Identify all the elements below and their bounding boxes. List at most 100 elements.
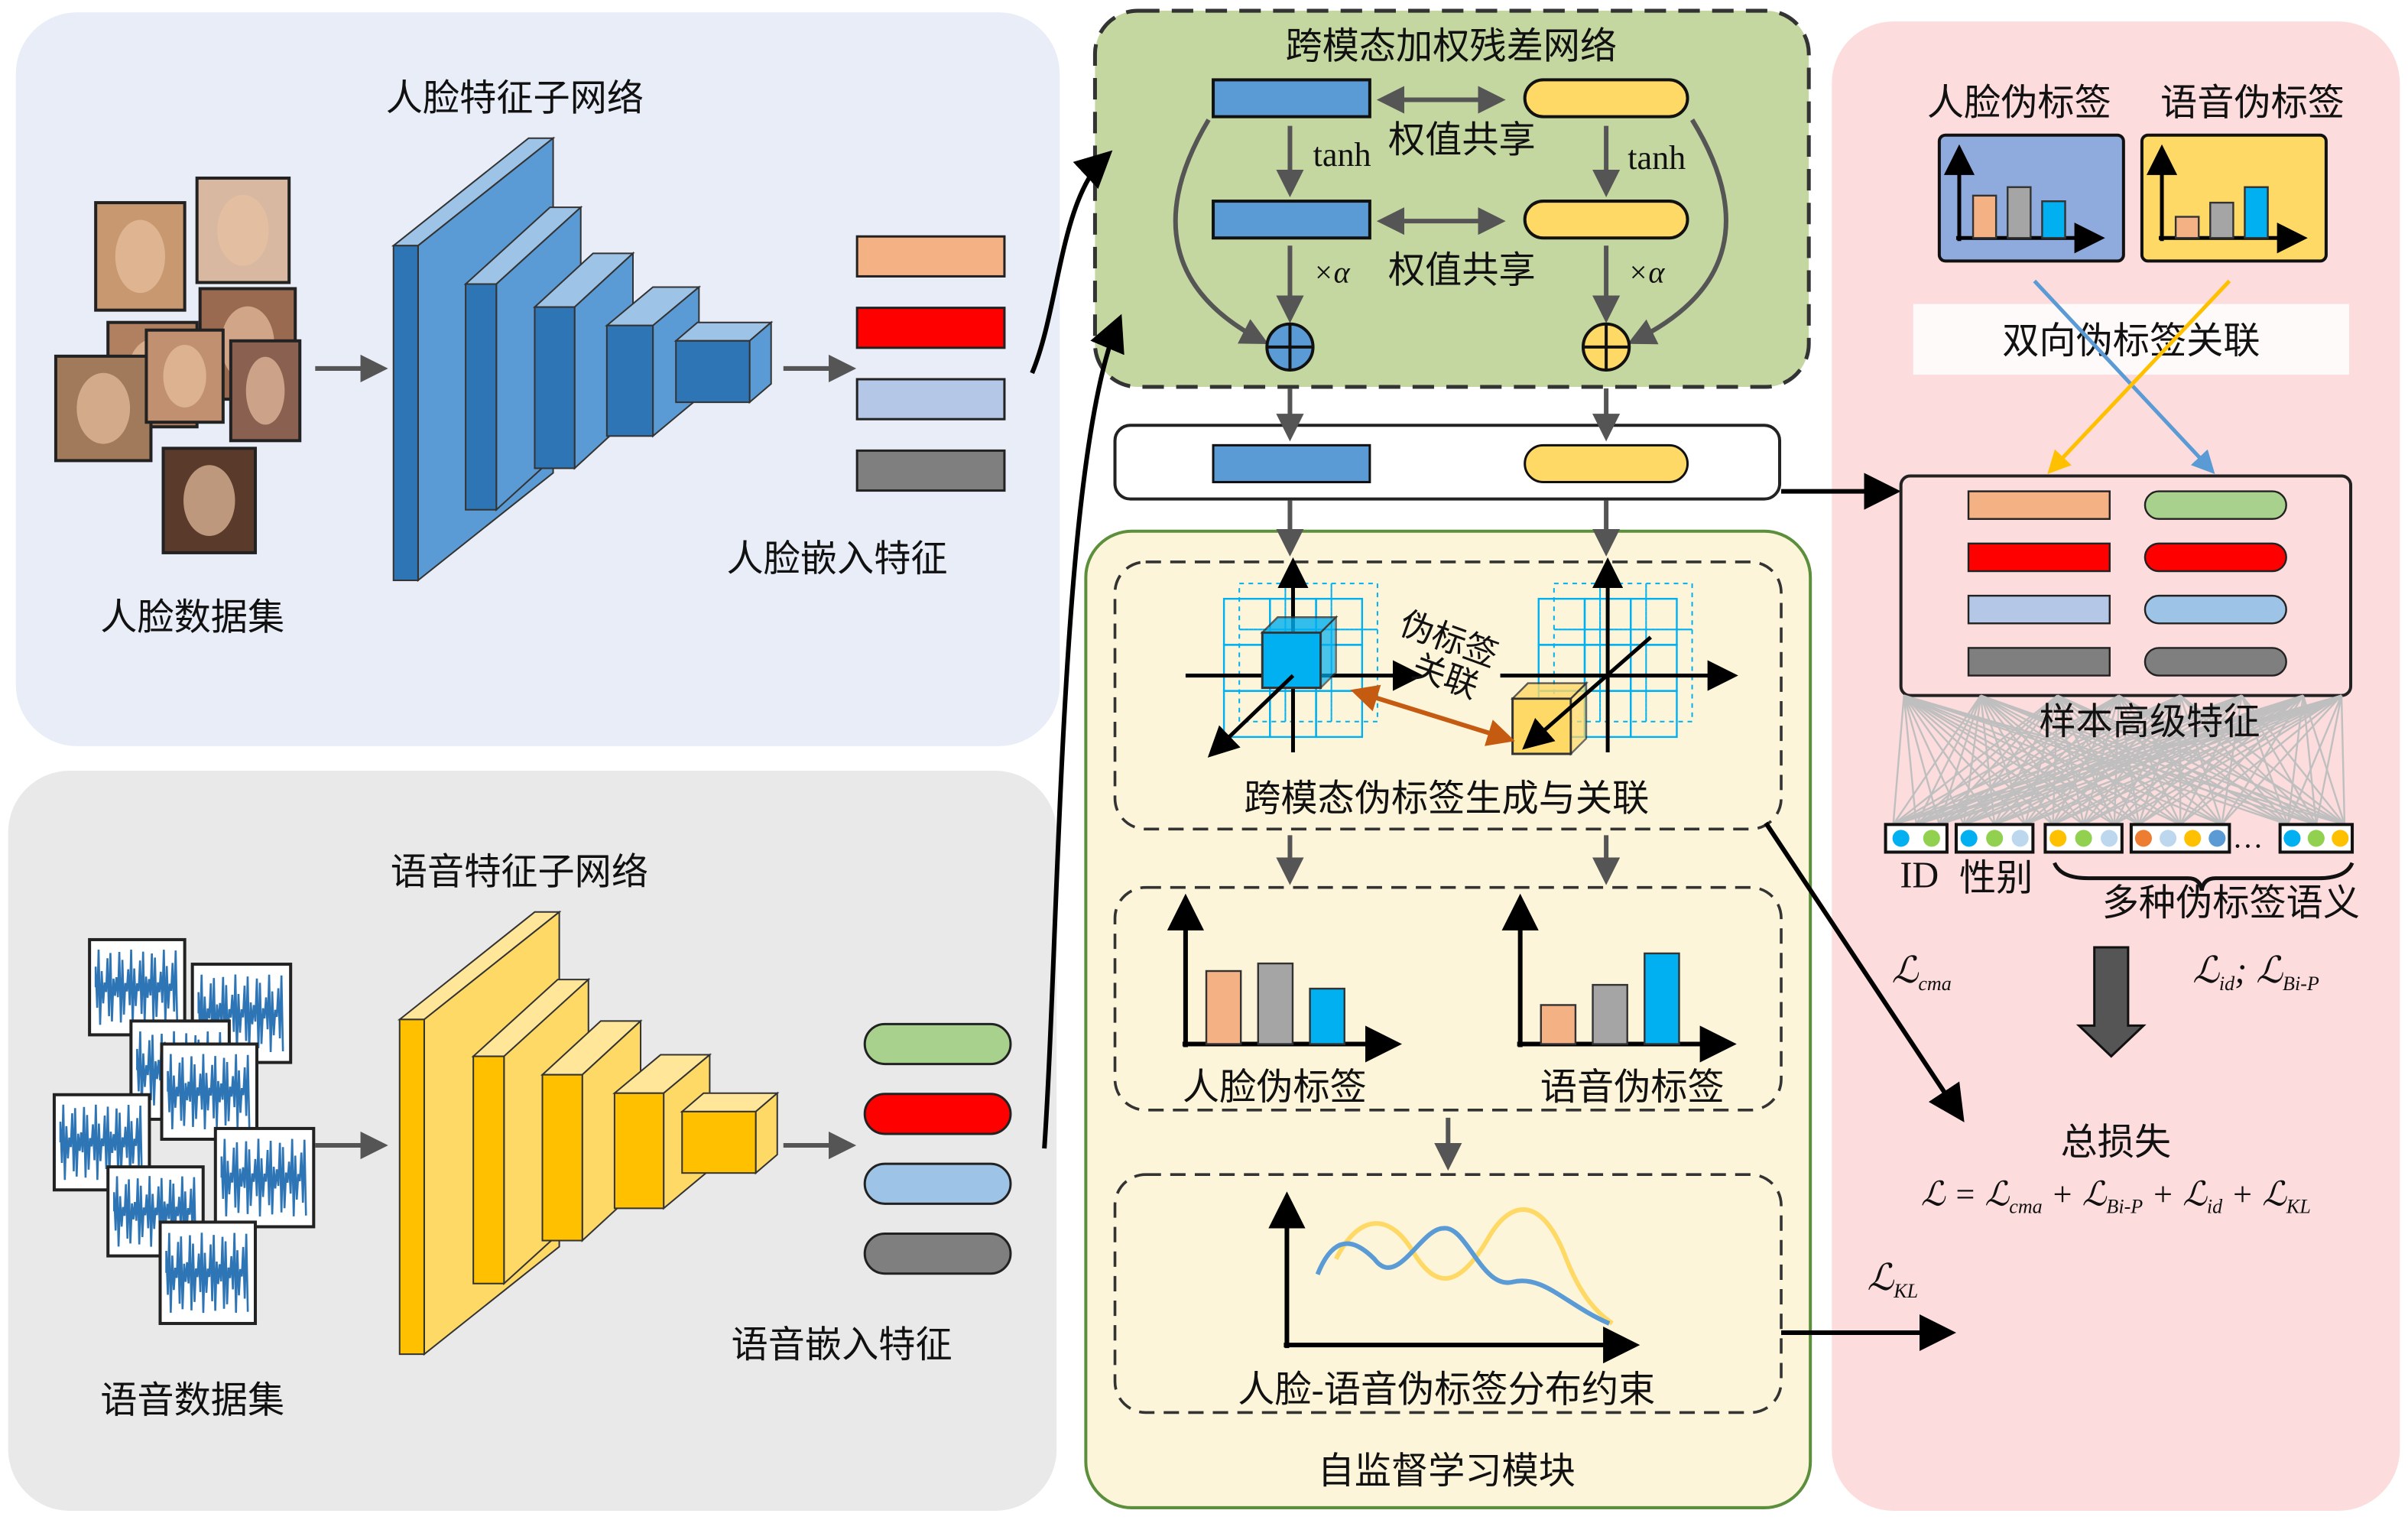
label-dot — [1986, 830, 2004, 847]
brace-icon — [2053, 862, 2354, 892]
layer-front — [534, 306, 576, 469]
connection-line — [2221, 694, 2342, 826]
residual-title: 跨模态加权残差网络 — [1285, 26, 1617, 67]
label-dot — [2134, 830, 2152, 847]
connection-line — [1903, 695, 1917, 825]
connection-line — [2179, 694, 2304, 826]
id-label: ID — [1900, 856, 1939, 896]
waveform-image — [190, 963, 293, 1064]
voice-sample-feature — [2144, 647, 2287, 677]
face-mini-histogram — [1943, 144, 2105, 254]
voice-to-residual-arrow — [1042, 313, 1124, 1149]
connection-line — [1903, 694, 2054, 826]
feature-space-cube — [1500, 557, 1738, 756]
voice-feature-block — [1523, 78, 1689, 119]
voice-subnet-title: 语音特征子网络 — [391, 853, 648, 893]
residual-network-panel — [1092, 8, 1811, 389]
connection-line — [1903, 694, 2345, 826]
sum-icon — [1265, 322, 1315, 372]
connection-line — [1903, 694, 2115, 826]
voice-mini-histogram — [2146, 144, 2308, 254]
pseudo-label-generation-box — [1113, 560, 1783, 831]
voice-pseudo-label-title: 语音伪标签 — [2160, 83, 2345, 124]
pseudo-label-cubes — [1185, 557, 1738, 758]
sample-features-box — [1899, 474, 2353, 697]
label-dot — [1892, 830, 1910, 847]
connection-line — [1903, 694, 2317, 826]
connection-line — [2114, 694, 2342, 826]
connection-line — [1979, 695, 2027, 825]
face-image — [161, 447, 258, 554]
connection-line — [1893, 694, 2120, 826]
axis — [1522, 635, 1653, 750]
distribution-constraint-label: 人脸-语音伪标签分布约束 — [1238, 1369, 1655, 1410]
connection-line — [2118, 694, 2223, 826]
waveform-signal — [165, 1233, 249, 1314]
label-dot — [1923, 830, 1940, 847]
face-image — [54, 354, 153, 463]
connection-line — [1903, 695, 1941, 825]
bidirectional-association-label: 双向伪标签关联 — [2002, 321, 2260, 362]
face-embedding-vector — [855, 449, 1006, 492]
fused-voice-feature — [1524, 443, 1689, 484]
histogram-bar — [1972, 194, 1997, 239]
connection-line — [2179, 694, 2342, 826]
connection-line — [1994, 694, 2120, 826]
face-feature-block — [1212, 200, 1371, 240]
connection-line — [1892, 695, 1905, 825]
waveform-signal — [220, 1138, 307, 1217]
face-pseudo-label-caption: 人脸伪标签 — [1183, 1067, 1367, 1108]
waveform-signal — [197, 974, 284, 1053]
waveform-image — [213, 1126, 316, 1229]
voice-feature-block — [1523, 200, 1689, 240]
distribution-constraint-box — [1113, 1173, 1783, 1414]
gender-label: 性别 — [1959, 859, 2033, 899]
cma-loss-arrow — [1764, 821, 1965, 1122]
voice-cnn — [397, 910, 780, 1356]
connection-line — [2302, 695, 2346, 825]
face-shape — [183, 465, 235, 537]
pseudo-label-box — [2129, 823, 2231, 854]
label-dot — [2283, 830, 2301, 847]
pseudo-label-histogram-box — [1113, 885, 1783, 1112]
connection-line — [1994, 694, 2181, 826]
face-distribution-curve — [1315, 1226, 1611, 1326]
sum-icon — [1581, 322, 1631, 372]
skip-connection-arrow — [1628, 119, 1728, 345]
label-dot — [2160, 830, 2177, 847]
face-image — [229, 339, 302, 443]
face-pseudo-label-title: 人脸伪标签 — [1927, 83, 2111, 124]
highlight-cube-side — [1319, 615, 1337, 690]
pseudo-label-semantic-boxes — [1884, 823, 2354, 854]
cma-loss-label: ℒcma — [1892, 950, 1952, 995]
face-feature-block — [1212, 78, 1371, 119]
face-shape — [245, 356, 285, 425]
connection-line — [2113, 695, 2121, 825]
waveform-signal — [112, 1176, 197, 1247]
voice-dataset-label: 语音数据集 — [100, 1380, 284, 1421]
connection-line — [2179, 694, 2317, 826]
waveform-image — [160, 1042, 259, 1142]
pseudo-label-box — [1954, 823, 2035, 854]
histogram-bar — [2174, 216, 2200, 239]
layer-front — [392, 245, 419, 582]
histogram-bar — [2209, 201, 2234, 239]
self-supervised-title: 自监督学习模块 — [1318, 1451, 1576, 1492]
skip-connection-arrow — [1173, 119, 1269, 344]
waveform-image — [158, 1220, 258, 1325]
face-shape — [115, 219, 166, 294]
connection-line — [2056, 694, 2223, 826]
axis — [1207, 674, 1295, 758]
highlight-cube-side — [1569, 680, 1588, 756]
voice-embedding-vector — [863, 1232, 1012, 1275]
connection-line — [1980, 694, 2181, 826]
connection-lines — [1892, 694, 2346, 826]
sample-features-label: 样本高级特征 — [2039, 702, 2260, 742]
face-to-residual-arrow — [1030, 150, 1113, 375]
histogram-bar — [1309, 987, 1345, 1045]
voice-sample-feature — [2144, 542, 2287, 573]
layer-front — [472, 1055, 505, 1285]
layer-front — [613, 1092, 665, 1210]
face-dataset-images — [54, 176, 302, 554]
